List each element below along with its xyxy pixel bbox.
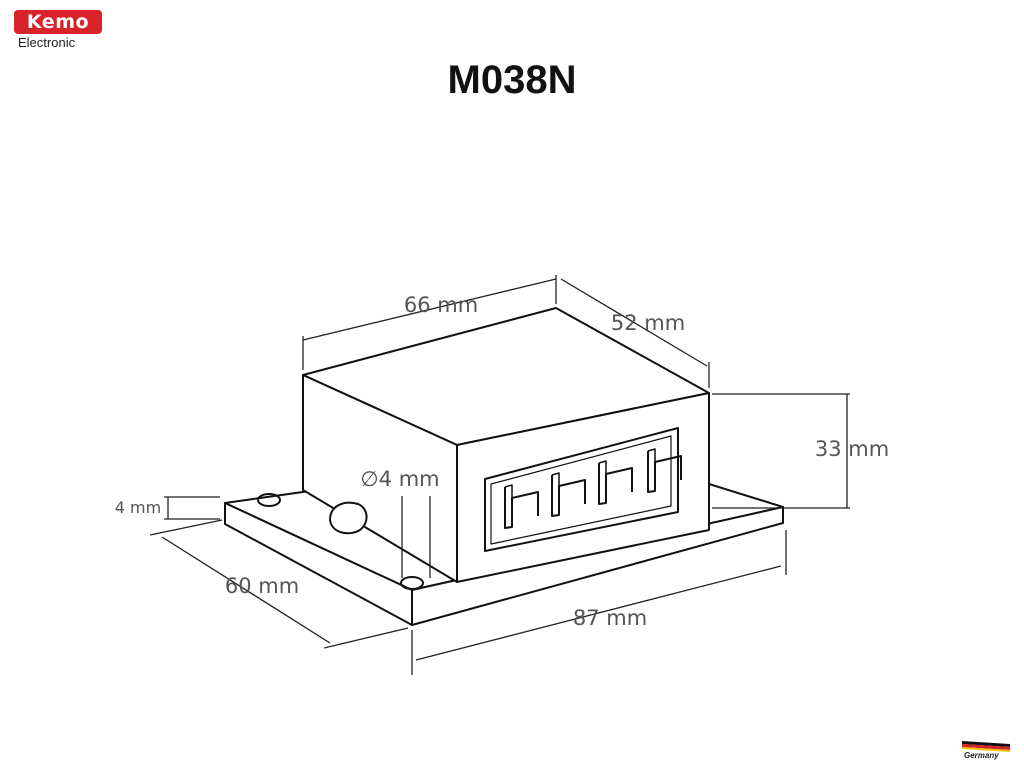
dim-label-plate-width: 87 mm [573,606,647,630]
dim-line-66 [302,278,557,341]
terminal-window [484,427,679,552]
dim-label-depth-top: 52 mm [611,311,685,335]
terminal-4 [647,448,682,493]
logo-subtitle: Electronic [18,35,76,50]
mounting-hole-front [400,576,424,590]
flag-icon [962,741,1010,752]
dim-line-60 [161,536,331,644]
box-front-face [456,392,710,583]
logo-badge [14,10,102,34]
dim-label-width-top: 66 mm [404,293,478,317]
dim-label-height: 33 mm [815,437,889,461]
logo-brand-name: Kemo [26,11,90,33]
dim-label-plate-thickness: 4 mm [115,498,161,517]
terminal-1 [504,484,539,529]
germany-flag: Germany [958,738,1014,762]
terminal-3 [598,460,633,505]
dim-label-hole: ∅4 mm [360,467,439,491]
kemo-logo: Kemo Electronic [14,10,106,52]
terminal-window-inner [490,435,672,545]
page-title: M038N [447,58,577,102]
cable-grommet [329,501,368,535]
dim-line-52 [560,278,708,367]
mounting-hole-back [257,493,281,507]
dim-label-plate-depth: 60 mm [225,574,299,598]
flag-label: Germany [964,751,999,760]
terminal-2 [551,472,586,517]
dim-line-87 [415,565,782,661]
